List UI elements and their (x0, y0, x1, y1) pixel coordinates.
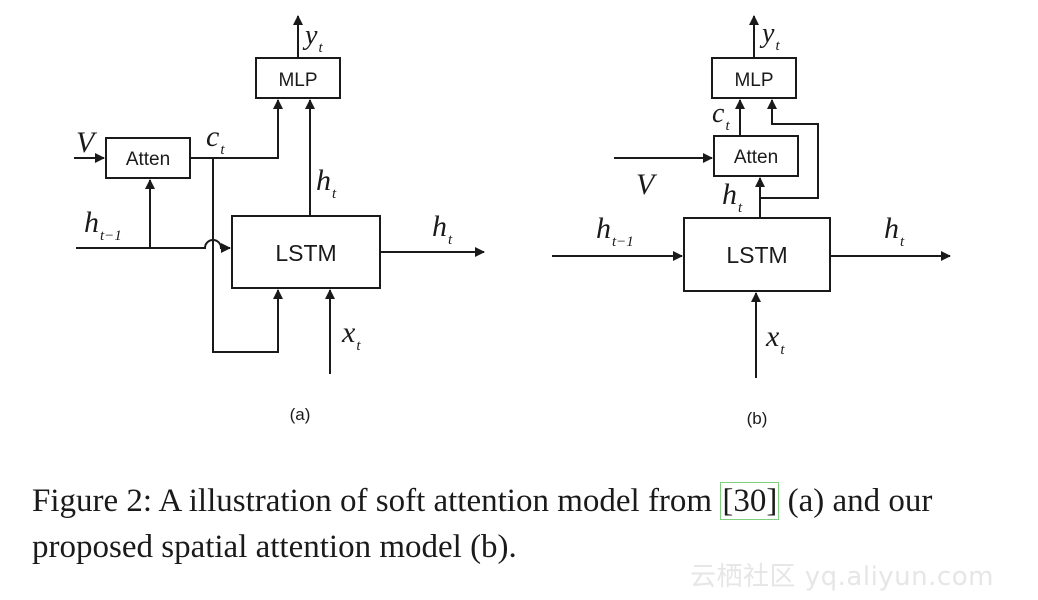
panel-a: MLP Atten LSTM yt V ct ht ht−1 ht xt (a) (74, 15, 485, 424)
panel-a-atten-label: Atten (126, 149, 170, 170)
panel-b-v-label: V (636, 168, 658, 201)
panel-a-h-out-label: ht (432, 210, 453, 248)
panel-a-caption-label: (a) (290, 405, 311, 424)
panel-b-h-up-label: ht (722, 178, 743, 216)
panel-b-y-label: yt (759, 18, 780, 54)
panel-b-caption-label: (b) (747, 409, 768, 428)
panel-b-mlp-label: MLP (734, 70, 773, 91)
panel-a-h-up-label: ht (316, 164, 337, 202)
panel-b-c-label: ct (712, 98, 730, 134)
panel-b-lstm-box (683, 217, 831, 292)
panel-a-arrow-ct (190, 99, 283, 159)
panel-b: MLP Atten LSTM yt ct V ht ht−1 ht xt (b) (552, 15, 951, 428)
caption-text-before: Figure 2: A illustration of soft attenti… (32, 483, 721, 519)
panel-a-mlp-box (255, 57, 341, 99)
panel-a-y-label: yt (302, 20, 323, 56)
panel-b-atten-label: Atten (734, 147, 778, 168)
panel-b-hprev-label: ht−1 (596, 212, 634, 250)
panel-a-lstm-box (231, 215, 381, 289)
panel-a-atten-box (105, 137, 191, 179)
panel-b-h-out-label: ht (884, 212, 905, 250)
panel-b-lstm-label: LSTM (726, 242, 787, 268)
panel-a-lstm-label: LSTM (275, 240, 336, 266)
citation-link[interactable]: [30] (720, 482, 780, 520)
panel-a-mlp-label: MLP (278, 70, 317, 91)
panel-a-x-label: xt (341, 316, 361, 354)
panel-b-mlp-box (711, 57, 797, 99)
panel-b-x-label: xt (765, 320, 785, 358)
caption-text-after: (a) and our proposed spatial attention m… (32, 483, 933, 565)
panel-b-atten-box (713, 135, 799, 177)
panel-a-c-label: ct (206, 120, 225, 158)
panel-b-arrow-h-bypass (760, 99, 819, 199)
figure-caption: Figure 2: A illustration of soft attenti… (32, 478, 1022, 570)
panel-a-v-label: V (76, 126, 98, 159)
watermark-text: 云栖社区 yq.aliyun.com (690, 562, 994, 592)
panel-a-hprev-label: ht−1 (84, 206, 122, 244)
panel-a-arrow-ct-loop (212, 158, 283, 353)
